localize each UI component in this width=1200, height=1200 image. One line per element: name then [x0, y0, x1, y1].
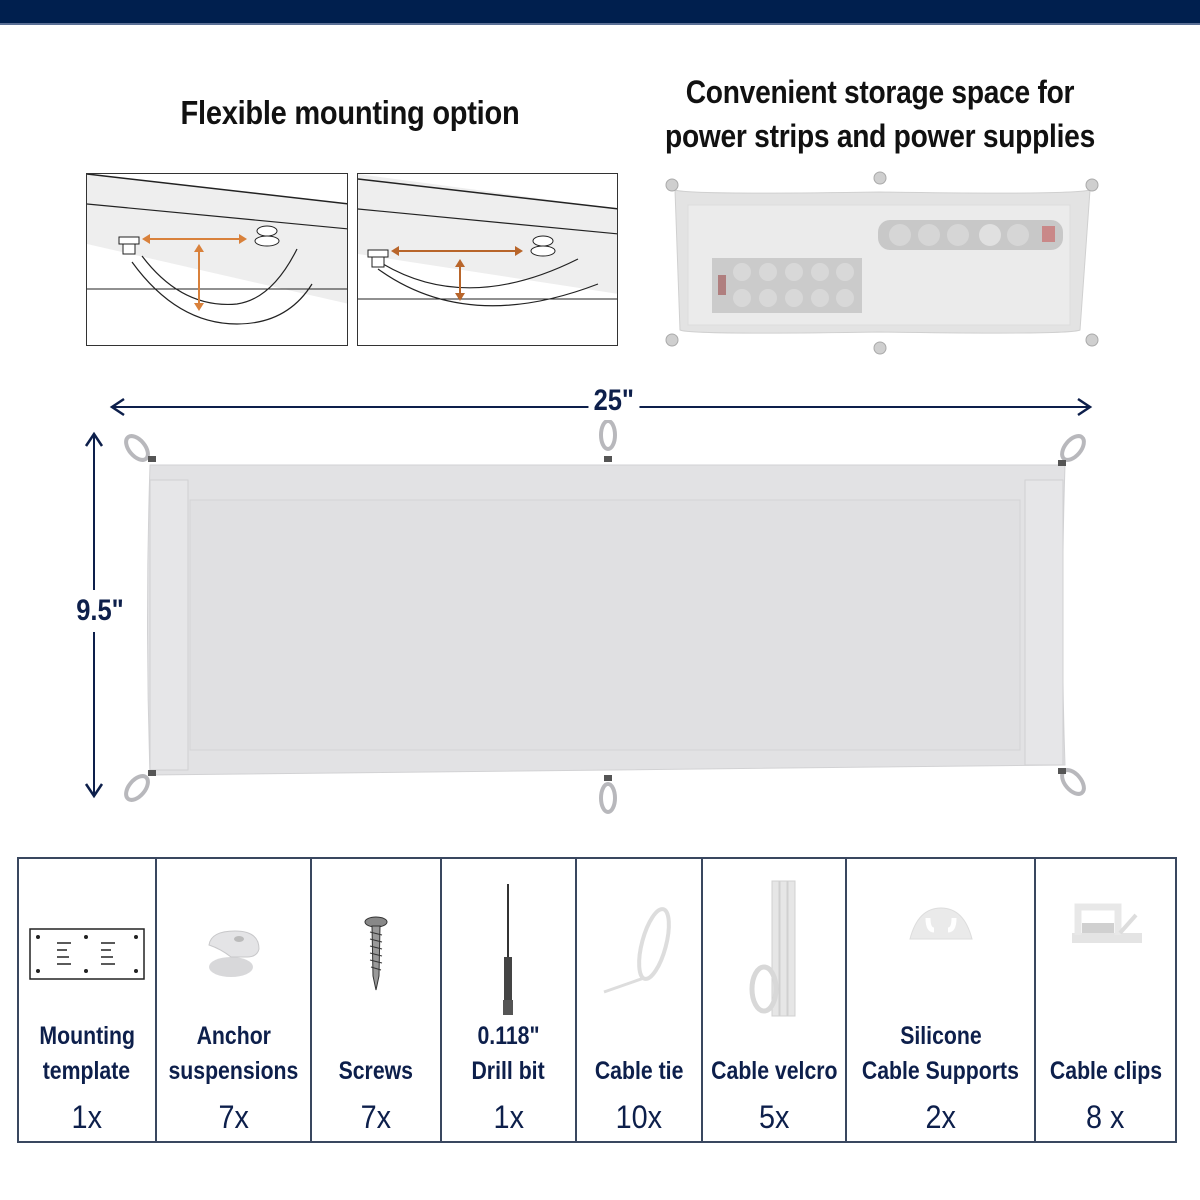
accessory-cable-tie: Cable tie 10x: [577, 859, 703, 1141]
cable-tie-icon: [577, 879, 701, 1029]
accessory-screws: Screws 7x: [312, 859, 442, 1141]
mounting-diagram-deep: [86, 173, 348, 346]
quantity: 1x: [71, 1099, 102, 1135]
height-label: 9.5": [74, 590, 126, 632]
quantity: 7x: [218, 1099, 249, 1135]
mounting-heading: Flexible mounting option: [180, 94, 520, 131]
quantity: 1x: [493, 1099, 524, 1135]
quantity: 10x: [615, 1099, 663, 1135]
accessory-drill-bit: 0.118"Drill bit 1x: [442, 859, 578, 1141]
mounting-template-icon: [19, 879, 155, 1029]
storage-heading-line1: Convenient storage space for: [685, 74, 1075, 110]
cable-clip-icon: [1036, 864, 1175, 984]
height-dimension: 9.5": [70, 430, 130, 800]
accessory-cable-clips: Cable clips 8 x: [1036, 859, 1175, 1141]
storage-heading-line2: power strips and power supplies: [665, 118, 1095, 154]
screw-icon: [312, 879, 440, 1029]
accessory-cable-velcro: Cable velcro 5x: [703, 859, 848, 1141]
quantity: 7x: [360, 1099, 391, 1135]
drill-bit-icon: [442, 879, 576, 1019]
anchor-icon: [157, 879, 310, 1029]
cable-velcro-icon: [703, 874, 846, 1024]
width-dimension: 25": [108, 384, 1094, 429]
storage-heading: Convenient storage space for power strip…: [642, 70, 1117, 158]
width-label: 25": [588, 384, 640, 418]
cable-support-icon: [847, 864, 1034, 984]
quantity: 8 x: [1086, 1099, 1125, 1135]
top-banner: [0, 0, 1200, 25]
storage-illustration: [660, 170, 1100, 360]
mounting-diagram-shallow: [357, 173, 618, 346]
quantity: 5x: [758, 1099, 790, 1135]
cable-tray-mat: [115, 419, 1095, 815]
quantity: 2x: [925, 1099, 957, 1135]
